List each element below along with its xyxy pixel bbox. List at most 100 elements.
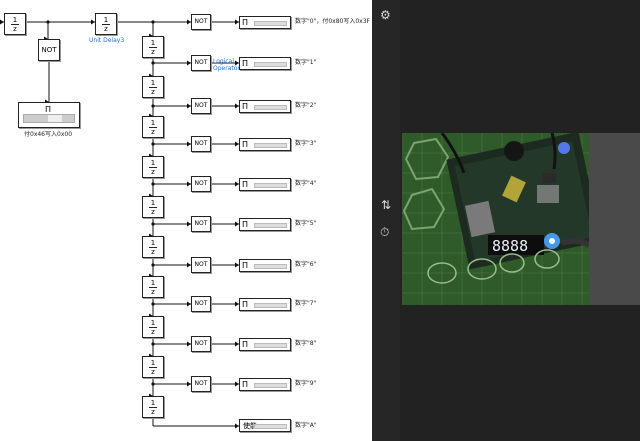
display-bar xyxy=(254,424,287,429)
display-bar xyxy=(254,105,287,110)
row-label-8: 数字"8" xyxy=(295,340,317,347)
display-bar xyxy=(254,143,287,148)
not-block-5[interactable]: NOT xyxy=(191,216,211,232)
display-bar xyxy=(254,62,287,67)
display-symbol: Π xyxy=(242,59,249,68)
unit-delay-den: z xyxy=(151,408,155,416)
display-bar xyxy=(254,223,287,228)
unit-delay3-block[interactable]: 1 z xyxy=(95,13,117,35)
unit-delay-den: z xyxy=(151,248,155,256)
photo-side-strip xyxy=(589,133,640,305)
not-block-2[interactable]: NOT xyxy=(191,98,211,114)
unit-delay3-den: z xyxy=(104,25,108,33)
fpga-board-photo: 8888 xyxy=(402,133,589,305)
display-bar xyxy=(254,264,287,269)
display-window xyxy=(23,114,75,123)
row-label-5: 数字"5" xyxy=(295,220,317,227)
display-block-7[interactable]: Π xyxy=(239,298,291,311)
display-block-large[interactable]: Π xyxy=(18,102,80,128)
enable-block[interactable]: 使能 xyxy=(239,419,291,432)
not-block-6[interactable]: NOT xyxy=(191,257,211,273)
row-label-2: 数字"2" xyxy=(295,102,317,109)
unit-delay-den: z xyxy=(151,328,155,336)
timer-off-icon[interactable]: ⏱ xyxy=(380,225,390,239)
unit-delay-num: 1 xyxy=(149,119,157,128)
side-toolbar: ⚙ ⇅ ⏱ xyxy=(372,0,400,441)
display-symbol: Π xyxy=(45,105,52,114)
unit-delay-num: 1 xyxy=(149,399,157,408)
row-label-6: 数字"6" xyxy=(295,261,317,268)
unit-delay-den: z xyxy=(151,168,155,176)
unit-delay-num: 1 xyxy=(149,39,157,48)
display-block-9[interactable]: Π xyxy=(239,378,291,391)
display-bar xyxy=(254,183,287,188)
enable-text: 使能 xyxy=(243,422,257,430)
unit-delay-den: z xyxy=(151,208,155,216)
not-block-4[interactable]: NOT xyxy=(191,176,211,192)
unit-delay3-label: Unit Delay3 xyxy=(89,37,125,44)
display-symbol: Π xyxy=(242,18,249,27)
display-symbol: Π xyxy=(242,380,249,389)
row-label-enable: 数字"A" xyxy=(295,422,317,429)
display-bar xyxy=(254,383,287,388)
display-block-2[interactable]: Π xyxy=(239,100,291,113)
display-symbol: Π xyxy=(242,261,249,270)
not-block-0[interactable]: NOT xyxy=(191,14,211,30)
unit-delay-den: z xyxy=(151,368,155,376)
display-symbol: Π xyxy=(242,300,249,309)
row-label-4: 数字"4" xyxy=(295,180,317,187)
row-label-7: 数字"7" xyxy=(295,300,317,307)
display-block-6[interactable]: Π xyxy=(239,259,291,272)
unit-delay-den: z xyxy=(151,128,155,136)
row-label-9: 数字"9" xyxy=(295,380,317,387)
not-block-7[interactable]: NOT xyxy=(191,296,211,312)
display-bar xyxy=(254,21,287,26)
display-bar xyxy=(254,303,287,308)
display-symbol: Π xyxy=(242,180,249,189)
display-block-3[interactable]: Π xyxy=(239,138,291,151)
not-block-8[interactable]: NOT xyxy=(191,336,211,352)
unit-delay-den: z xyxy=(13,25,17,33)
unit-delay-block-top[interactable]: 1 z xyxy=(4,13,26,35)
unit-delay-num: 1 xyxy=(149,239,157,248)
row-label-3: 数字"3" xyxy=(295,140,317,147)
logical-operator-label: Logical Operator xyxy=(213,58,240,72)
display-symbol: Π xyxy=(242,220,249,229)
sort-icon[interactable]: ⇅ xyxy=(381,198,392,212)
unit-delay-num: 1 xyxy=(149,79,157,88)
unit-delay3-num: 1 xyxy=(102,16,110,25)
display-block-8[interactable]: Π xyxy=(239,338,291,351)
gear-icon[interactable]: ⚙ xyxy=(380,8,391,22)
unit-delay-den: z xyxy=(151,288,155,296)
not-block-3[interactable]: NOT xyxy=(191,136,211,152)
row-label-0: 数字"0"，付0x80写入0x3F xyxy=(295,18,370,25)
display-symbol: Π xyxy=(242,102,249,111)
signal-wires xyxy=(0,19,239,429)
display-block-0[interactable]: Π xyxy=(239,16,291,29)
unit-delay-num: 1 xyxy=(149,319,157,328)
not-block-top[interactable]: NOT xyxy=(38,39,60,61)
display-large-label: 付0x46写入0x00 xyxy=(24,131,73,138)
display-block-5[interactable]: Π xyxy=(239,218,291,231)
unit-delay-num: 1 xyxy=(149,279,157,288)
unit-delay-den: z xyxy=(151,88,155,96)
not-block-9[interactable]: NOT xyxy=(191,376,211,392)
display-block-4[interactable]: Π xyxy=(239,178,291,191)
not-block-1[interactable]: NOT xyxy=(191,55,211,71)
display-block-1[interactable]: Π xyxy=(239,57,291,70)
seven-seg-display: 8888 xyxy=(492,237,528,255)
row-label-1: 数字"1" xyxy=(295,59,317,66)
unit-delay-num: 1 xyxy=(149,199,157,208)
unit-delay-num: 1 xyxy=(149,359,157,368)
